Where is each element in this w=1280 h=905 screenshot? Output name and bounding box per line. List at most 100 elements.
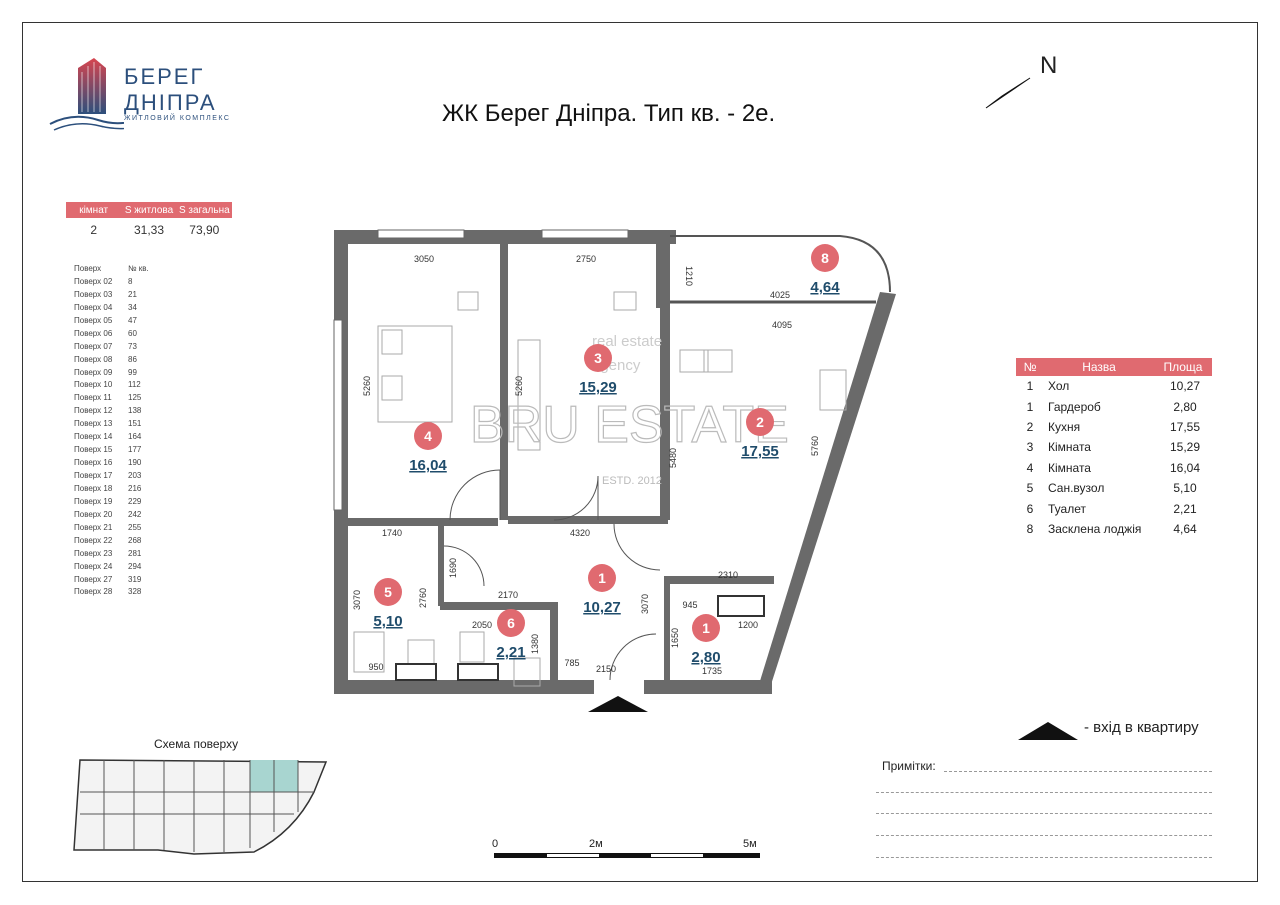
apartment-number: 294 bbox=[128, 561, 142, 571]
room-area: 2,80 bbox=[1173, 399, 1197, 414]
room-marker-circle bbox=[584, 344, 612, 372]
summary-value: 2 bbox=[90, 223, 97, 237]
room-area-label: 5,10 bbox=[373, 613, 402, 630]
room-marker-number: 3 bbox=[594, 350, 602, 366]
dimension-label: 1200 bbox=[738, 620, 758, 630]
floor-name: Поверх 13 bbox=[74, 419, 113, 429]
apartment-number: 255 bbox=[128, 522, 142, 532]
apartment-number: 138 bbox=[128, 406, 142, 416]
logo-text: ДНІПРА bbox=[124, 90, 217, 115]
apartment-number: 34 bbox=[128, 302, 137, 312]
room-marker: 55,10 bbox=[373, 578, 403, 630]
furniture bbox=[353, 291, 847, 687]
room-marker-number: 8 bbox=[821, 250, 829, 266]
dimension-label: 3050 bbox=[414, 254, 434, 264]
room-area: 17,55 bbox=[1169, 419, 1201, 434]
entry-legend-arrow-icon bbox=[1018, 722, 1078, 740]
room-marker-number: 2 bbox=[756, 414, 764, 430]
floor-name: Поверх 10 bbox=[74, 380, 113, 390]
dimension-label: 2310 bbox=[718, 570, 738, 580]
floor-name: Поверх 27 bbox=[74, 574, 113, 584]
room-area-label: 2,80 bbox=[691, 649, 720, 666]
floor-name: Поверх 03 bbox=[74, 289, 113, 299]
watermark-text: real estate bbox=[592, 333, 662, 350]
scale-label: 0 bbox=[492, 838, 499, 850]
ventilation-shafts bbox=[395, 595, 765, 681]
dimension-label: 2750 bbox=[576, 254, 596, 264]
room-marker-circle bbox=[811, 244, 839, 272]
floors-header-cell: Поверх bbox=[74, 264, 102, 273]
apartment-number: 319 bbox=[128, 574, 142, 584]
rooms-header-cell: Назва bbox=[1082, 360, 1116, 374]
room-marker: 315,29 bbox=[579, 344, 617, 396]
room-marker-circle bbox=[374, 578, 402, 606]
room-marker: 110,27 bbox=[583, 564, 621, 616]
doors bbox=[443, 469, 661, 681]
room-number: 3 bbox=[1026, 440, 1034, 455]
dimension-label: 1740 bbox=[382, 528, 402, 538]
apartment-number: 151 bbox=[128, 419, 142, 429]
dimension-label: 5260 bbox=[514, 376, 524, 396]
room-marker: 62,21 bbox=[496, 609, 526, 661]
scale-label: 2м bbox=[589, 838, 603, 850]
dimension-label: 4025 bbox=[770, 290, 790, 300]
logo-building-icon bbox=[49, 58, 124, 131]
dimension-label: 1735 bbox=[702, 666, 722, 676]
floors-header-cell: № кв. bbox=[128, 264, 149, 273]
room-name: Гардероб bbox=[1048, 399, 1101, 414]
summary-header-cell: S житлова bbox=[124, 204, 174, 216]
room-area-label: 15,29 bbox=[579, 379, 617, 396]
apartment-number: 229 bbox=[128, 496, 142, 506]
room-marker: 84,64 bbox=[810, 244, 840, 296]
loggia-glazing bbox=[670, 235, 891, 293]
notes-line bbox=[876, 813, 1212, 814]
rooms-header-cell: № bbox=[1023, 360, 1037, 374]
room-marker-circle bbox=[497, 609, 525, 637]
apartment-number: 8 bbox=[128, 276, 133, 286]
floor-name: Поверх 21 bbox=[74, 522, 113, 532]
apartment-number: 268 bbox=[128, 535, 142, 545]
room-marker: 12,80 bbox=[691, 614, 721, 666]
dimension-label: 945 bbox=[682, 600, 697, 610]
floor-name: Поверх 28 bbox=[74, 587, 113, 597]
apartment-number: 281 bbox=[128, 548, 142, 558]
apartment-number: 60 bbox=[128, 328, 137, 338]
notes-label: Примітки: bbox=[882, 759, 936, 773]
apartment-number: 47 bbox=[128, 315, 137, 325]
apartment-number: 99 bbox=[128, 367, 137, 377]
floor-row: Поверх 21 255 bbox=[74, 522, 158, 535]
room-marker: 217,55 bbox=[741, 408, 779, 460]
room-area: 10,27 bbox=[1169, 379, 1201, 394]
scale-label: 5м bbox=[743, 838, 757, 850]
room-marker-circle bbox=[692, 614, 720, 642]
floor-name: Поверх 23 bbox=[74, 548, 113, 558]
apartment-number: 216 bbox=[128, 483, 142, 493]
north-label: N bbox=[1040, 52, 1058, 79]
dimension-label: 2050 bbox=[472, 620, 492, 630]
summary-header-cell: кімнат bbox=[79, 204, 109, 216]
floor-name: Поверх 02 bbox=[74, 276, 113, 286]
watermark-text: ESTD. 2012 bbox=[602, 475, 662, 487]
floor-name: Поверх 22 bbox=[74, 535, 113, 545]
room-name: Сан.вузол bbox=[1048, 481, 1105, 496]
room-area: 15,29 bbox=[1169, 440, 1201, 455]
floors-header: Поверх № кв. bbox=[74, 263, 158, 276]
floor-row: Поверх 22 268 bbox=[74, 535, 158, 548]
apartment-number: 86 bbox=[128, 354, 137, 364]
dimension-label: 2150 bbox=[596, 664, 616, 674]
room-number: 4 bbox=[1026, 460, 1034, 475]
floor-name: Поверх 14 bbox=[74, 432, 113, 442]
logo-subtitle: ЖИТЛОВИЙ КОМПЛЕКС bbox=[124, 115, 231, 122]
room-area: 16,04 bbox=[1169, 460, 1201, 475]
